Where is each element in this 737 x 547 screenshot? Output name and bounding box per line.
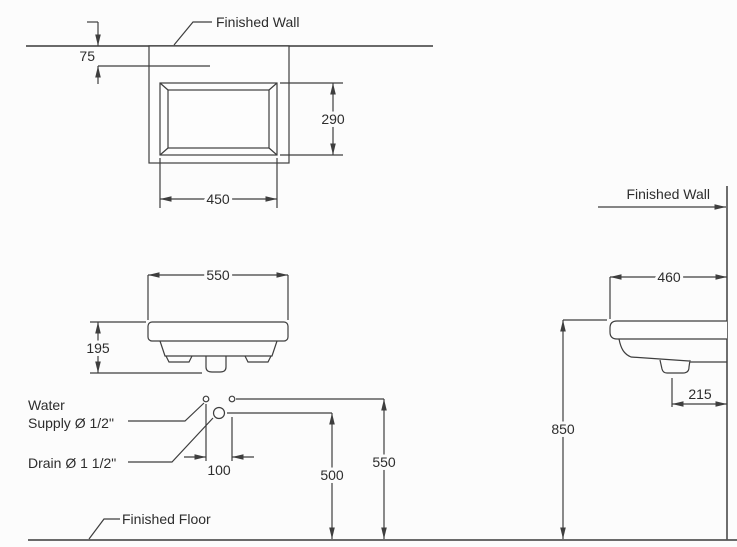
- plan-cutout-outer: [159, 82, 278, 156]
- dim-550w-label: 550: [206, 267, 230, 283]
- front-foot-left: [165, 355, 193, 363]
- finished-floor-label: Finished Floor: [122, 511, 211, 527]
- front-rim: [147, 321, 289, 342]
- water-supply-point-right: [228, 395, 236, 403]
- side-rim: [609, 320, 727, 340]
- dim-460-label: 460: [657, 269, 681, 285]
- dim-290-label: 290: [321, 111, 345, 127]
- floor-leader: [88, 518, 120, 540]
- dim-100-extensions: [205, 404, 233, 461]
- dim-450-label: 450: [206, 191, 230, 207]
- water-supply-leader: [128, 402, 205, 422]
- dim-500-label: 500: [320, 467, 344, 483]
- dim-215-label: 215: [688, 386, 712, 402]
- plan-cutout-chamfers: [159, 82, 278, 156]
- dim-550w-extensions: [147, 275, 289, 320]
- drain-point: [212, 406, 226, 420]
- side-bowl: [618, 338, 690, 362]
- water-supply-point-left: [202, 395, 210, 403]
- dim-75-label: 75: [79, 48, 95, 64]
- plan-cutout-inner: [167, 89, 270, 149]
- plan-finished-wall-label: Finished Wall: [216, 14, 300, 30]
- dim-550h-label: 550: [372, 454, 396, 470]
- dim-100-label: 100: [207, 462, 231, 478]
- drain-label: Drain Ø 1 1/2": [28, 455, 116, 471]
- plan-rim-outline: [148, 45, 290, 164]
- dim-195-label: 195: [86, 340, 110, 356]
- water-supply-label-line1: Water: [28, 397, 65, 413]
- dim-850-label: 850: [551, 421, 575, 437]
- side-finished-wall-label: Finished Wall: [626, 186, 710, 202]
- front-drain-stub: [205, 356, 227, 373]
- plan-wall-leader: [173, 21, 212, 46]
- drain-leader: [128, 417, 214, 463]
- side-drain-stub: [659, 359, 691, 374]
- front-bowl: [159, 340, 278, 357]
- front-foot-right: [244, 355, 272, 363]
- water-supply-label-line2: Supply Ø 1/2": [28, 415, 114, 431]
